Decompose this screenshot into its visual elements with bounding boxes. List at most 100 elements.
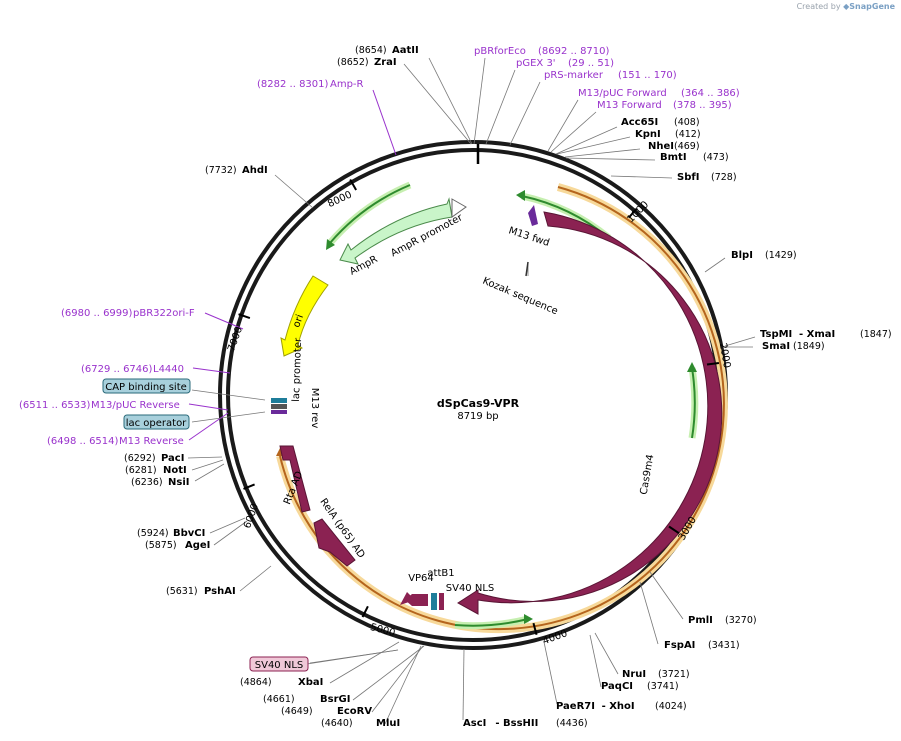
credit-prefix: Created by xyxy=(796,2,841,11)
primer-range: (378 .. 395) xyxy=(673,100,732,111)
cas9-arrow[interactable] xyxy=(457,211,723,615)
attb1-marker xyxy=(431,593,437,610)
site-pos: (4024) xyxy=(655,701,687,712)
site-tspmi: TspMI xyxy=(760,329,792,340)
site-sep: - XmaI xyxy=(799,329,835,340)
feature-label: ori xyxy=(291,313,306,329)
green-arc-2-head-icon xyxy=(687,362,697,372)
cap-site-marker xyxy=(271,398,287,403)
site-xbai: XbaI xyxy=(298,677,323,688)
primer-range: (6511 .. 6533) xyxy=(19,400,91,411)
site-pos: (3270) xyxy=(725,615,757,626)
site-paqci: PaqCI xyxy=(601,681,633,692)
site-pos: (6281) xyxy=(125,465,157,476)
primer-label: Amp-R xyxy=(330,79,364,90)
ampr-promoter-arrow[interactable] xyxy=(451,198,467,218)
kozak-marker xyxy=(525,261,529,277)
credit-brand: SnapGene xyxy=(849,2,895,11)
site-agei: AgeI xyxy=(185,540,210,551)
site-pos: (4661) xyxy=(263,694,295,705)
site-pos: (3721) xyxy=(658,669,690,680)
primer-range: (6729 .. 6746) xyxy=(81,364,153,375)
m13-rev-marker xyxy=(271,410,287,414)
feature-label: lac promoter xyxy=(291,337,304,402)
site-sbfi: SbfI xyxy=(677,172,699,183)
primer-range: (364 .. 386) xyxy=(681,88,740,99)
snapgene-credit: Created by ◆SnapGene xyxy=(797,2,895,11)
cap-binding-site-label: CAP binding site xyxy=(105,382,187,393)
site-pos: (728) xyxy=(711,172,737,183)
site-ecorv: EcoRV xyxy=(337,706,372,717)
m13-fwd-marker-icon xyxy=(528,205,538,226)
cap-binding-site-box xyxy=(102,378,191,394)
sv40-nls-box xyxy=(249,656,309,672)
ruler-label: 8000 xyxy=(326,189,354,210)
site-bbvci: BbvCI xyxy=(173,528,205,539)
ruler-tick xyxy=(706,361,720,366)
rela-ad-arrow[interactable] xyxy=(313,518,356,567)
site-pos: (1429) xyxy=(765,250,797,261)
site-pos: (4864) xyxy=(240,677,272,688)
cds-arc xyxy=(279,186,725,631)
site-pmli: PmlI xyxy=(688,615,713,626)
primer-label: M13/pUC Forward xyxy=(578,88,667,99)
ampr-arrow[interactable] xyxy=(339,197,453,265)
feature-label: VP64 xyxy=(408,573,434,584)
ruler-tick xyxy=(668,525,680,535)
green-arc-3-head-icon xyxy=(524,614,533,624)
vp64-arrow[interactable] xyxy=(405,594,428,606)
site-pos: (1849) xyxy=(793,341,825,352)
site-pos: (469) xyxy=(674,141,700,152)
site-aatii: AatII xyxy=(392,45,419,56)
primer-label: M13 Forward xyxy=(597,100,662,111)
site-pos: (6292) xyxy=(124,453,156,464)
ruler-tick xyxy=(238,313,251,320)
site-nhei: NheI xyxy=(648,141,674,152)
primer-range: (151 .. 170) xyxy=(618,70,677,81)
ruler-tick xyxy=(361,605,369,618)
site-paer7i: PaeR7I xyxy=(556,701,595,712)
site-pos: (408) xyxy=(674,117,700,128)
plasmid-name: dSpCas9-VPR xyxy=(437,397,520,410)
rta-ad-arrow[interactable] xyxy=(279,445,311,513)
site-asci: AscI xyxy=(463,718,486,729)
feature-label: attB1 xyxy=(427,568,454,579)
primer-label: M13 Reverse xyxy=(119,436,184,447)
primer-range: (6980 .. 6999) xyxy=(61,308,133,319)
plasmid-length: 8719 bp xyxy=(457,411,498,422)
site-pos: (1847) xyxy=(860,329,892,340)
green-arc-4-head-icon xyxy=(326,239,335,250)
ori-arrow[interactable] xyxy=(280,275,329,357)
green-arc-1-head-icon xyxy=(516,190,525,201)
site-pos: (8654) xyxy=(355,45,387,56)
lac-operator-box xyxy=(123,414,190,430)
primer-label: L4440 xyxy=(153,364,184,375)
site-sep: - XhoI xyxy=(602,701,635,712)
green-arc-4 xyxy=(329,184,411,244)
site-pos: (5875) xyxy=(145,540,177,551)
primer-range: (8692 .. 8710) xyxy=(538,46,610,57)
site-pos: (3431) xyxy=(708,640,740,651)
site-kpni: KpnI xyxy=(635,129,661,140)
site-pos: (5924) xyxy=(137,528,169,539)
site-pos: (7732) xyxy=(205,165,237,176)
primer-label: pBR322ori-F xyxy=(133,308,195,319)
lac-promoter-marker xyxy=(271,404,287,409)
site-fspai: FspAI xyxy=(664,640,695,651)
feature-label: M13 fwd xyxy=(507,225,551,249)
site-paci: PacI xyxy=(161,453,184,464)
snapgene-logo-icon: ◆ xyxy=(843,2,850,11)
lac-operator-label: lac operator xyxy=(126,418,187,429)
feature-label: M13 rev xyxy=(309,388,320,429)
ruler-tick xyxy=(627,207,638,219)
site-pos: (6236) xyxy=(131,477,163,488)
site-pos: (4640) xyxy=(321,718,353,729)
ruler-tick xyxy=(349,179,357,191)
site-bmti: BmtI xyxy=(660,152,687,163)
primer-leaders xyxy=(188,89,397,441)
site-blpi: BlpI xyxy=(731,250,753,261)
feature-label: SV40 NLS xyxy=(446,583,495,594)
feature-label: Cas9m4 xyxy=(639,454,657,496)
primer-range: (8282 .. 8301) xyxy=(257,79,329,90)
